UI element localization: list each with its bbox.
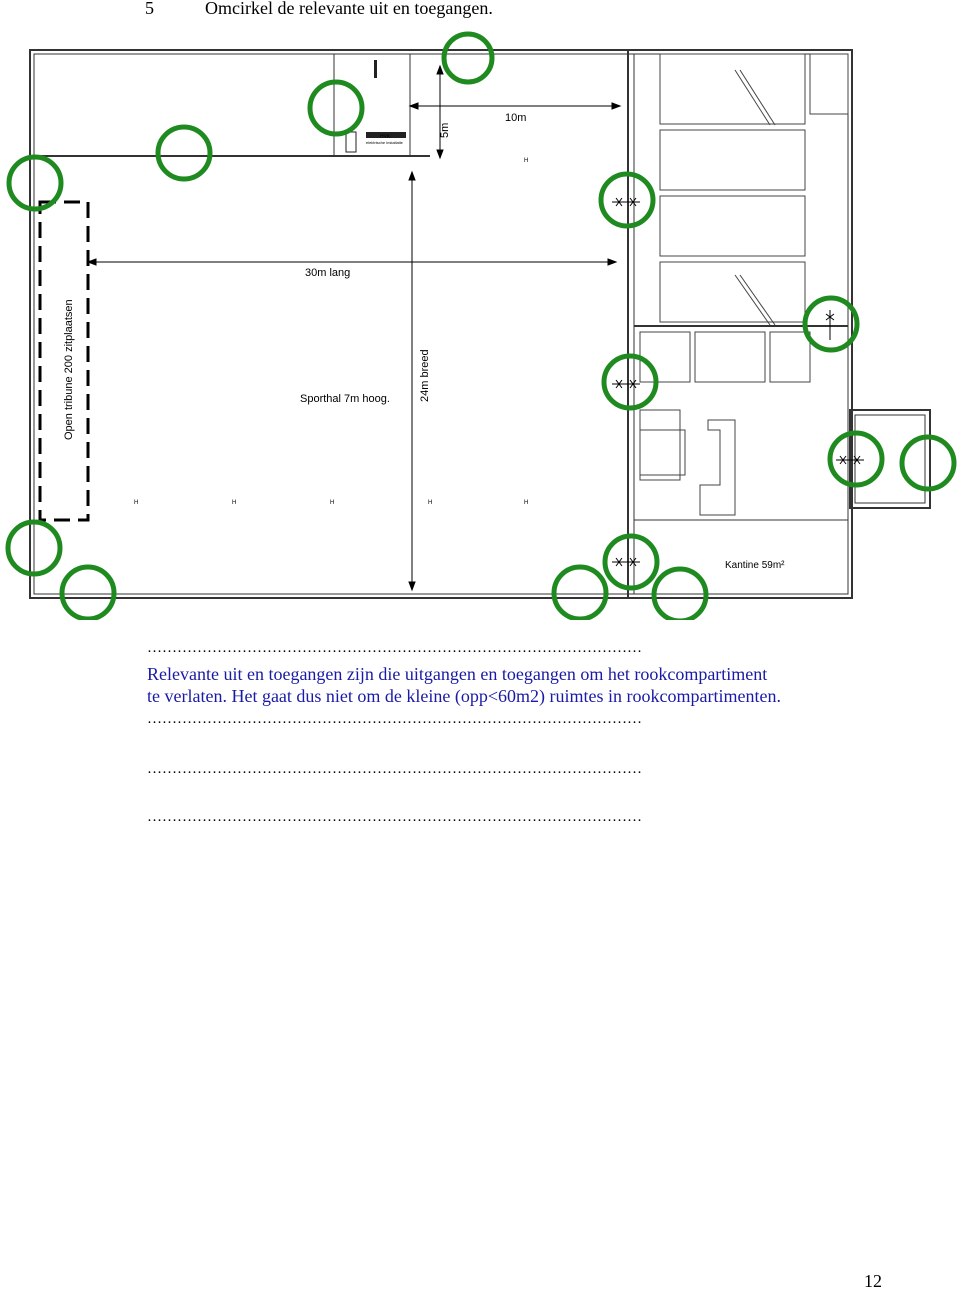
- hvk-sublabel: elektrische installatie: [366, 140, 404, 145]
- tribune-label: Open tribune 200 zitplaatsen: [63, 299, 75, 440]
- svg-text:H: H: [330, 500, 334, 506]
- svg-text:H: H: [232, 500, 236, 506]
- dim-10m: 10m: [505, 112, 526, 124]
- floor-plan: HVK. elektrische installatie 5m 10m 30m …: [0, 30, 960, 624]
- dotted-line-top: ………………………………………………………………………………………: [147, 640, 642, 656]
- question-number: 5: [145, 0, 154, 18]
- dotted-line-2: ………………………………………………………………………………………: [147, 761, 642, 777]
- answer-line-2: te verlaten. Het gaat dus niet om de kle…: [147, 686, 781, 706]
- svg-text:H: H: [524, 500, 528, 506]
- svg-text:H: H: [428, 500, 432, 506]
- kantine-label: Kantine 59m²: [725, 560, 785, 571]
- hvk-label: HVK.: [380, 134, 392, 140]
- dim-5m: 5m: [439, 123, 451, 138]
- exit-marker-4: [6, 154, 64, 212]
- tribune-box: [38, 200, 90, 522]
- answer-text: Relevante uit en toegangen zijn die uitg…: [147, 663, 887, 707]
- dotted-line-1: ………………………………………………………………………………………: [147, 711, 642, 727]
- exit-marker-7: [601, 353, 659, 411]
- exit-marker-10: [5, 519, 63, 577]
- dotted-line-3: ………………………………………………………………………………………: [147, 809, 642, 825]
- sporthal-label: Sporthal 7m hoog.: [300, 393, 390, 405]
- outer-wall: [29, 49, 853, 599]
- question-text: Omcirkel de relevante uit en toegangen.: [205, 0, 493, 18]
- answer-line-1: Relevante uit en toegangen zijn die uitg…: [147, 664, 768, 684]
- dim-24m: 24m breed: [419, 349, 431, 402]
- dim-30m: 30m lang: [305, 267, 350, 279]
- exit-marker-8: [827, 430, 885, 488]
- page-number: 12: [864, 1271, 882, 1291]
- exit-marker-9: [899, 434, 957, 492]
- svg-text:H: H: [134, 500, 138, 506]
- exit-marker-3: [155, 124, 213, 182]
- exit-marker-5: [598, 171, 656, 229]
- exit-marker-2: [307, 79, 365, 137]
- svg-text:H: H: [524, 158, 528, 164]
- exit-marker-11: [59, 564, 117, 622]
- exit-marker-13: [551, 564, 609, 622]
- exit-marker-12: [602, 533, 660, 591]
- exit-marker-1: [441, 31, 495, 85]
- exit-marker-6: [802, 295, 860, 353]
